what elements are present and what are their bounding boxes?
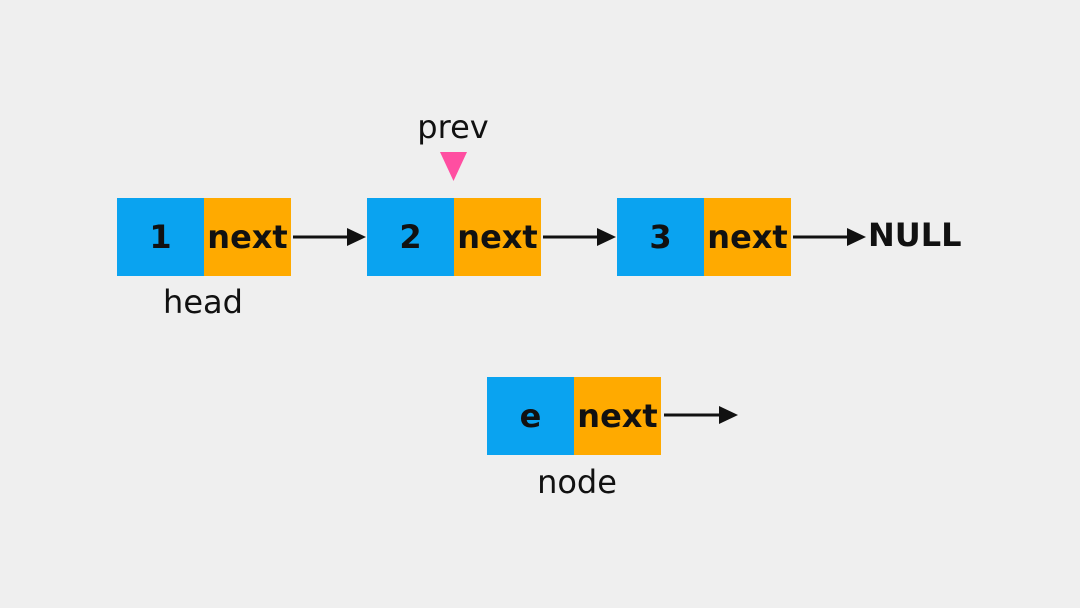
null-terminator: NULL [868, 216, 962, 254]
node-next-pointer: next [454, 198, 541, 276]
node-value: 1 [117, 198, 204, 276]
node-value: 3 [617, 198, 704, 276]
arrow-node2-to-node3 [543, 228, 616, 246]
arrow-node3-to-null [793, 228, 866, 246]
list-node-1: 1 next [117, 198, 291, 276]
new-node: e next [487, 377, 661, 455]
prev-label: prev [417, 108, 489, 146]
new-node-next-pointer: next [574, 377, 661, 455]
node-next-pointer: next [204, 198, 291, 276]
arrow-node1-to-node2 [293, 228, 366, 246]
head-label: head [163, 283, 243, 321]
node-next-pointer: next [704, 198, 791, 276]
list-node-3: 3 next [617, 198, 791, 276]
list-node-2: 2 next [367, 198, 541, 276]
prev-pointer-icon [440, 152, 467, 181]
new-node-value: e [487, 377, 574, 455]
node-value: 2 [367, 198, 454, 276]
arrow-new-node-next [664, 406, 738, 424]
new-node-label: node [537, 463, 617, 501]
